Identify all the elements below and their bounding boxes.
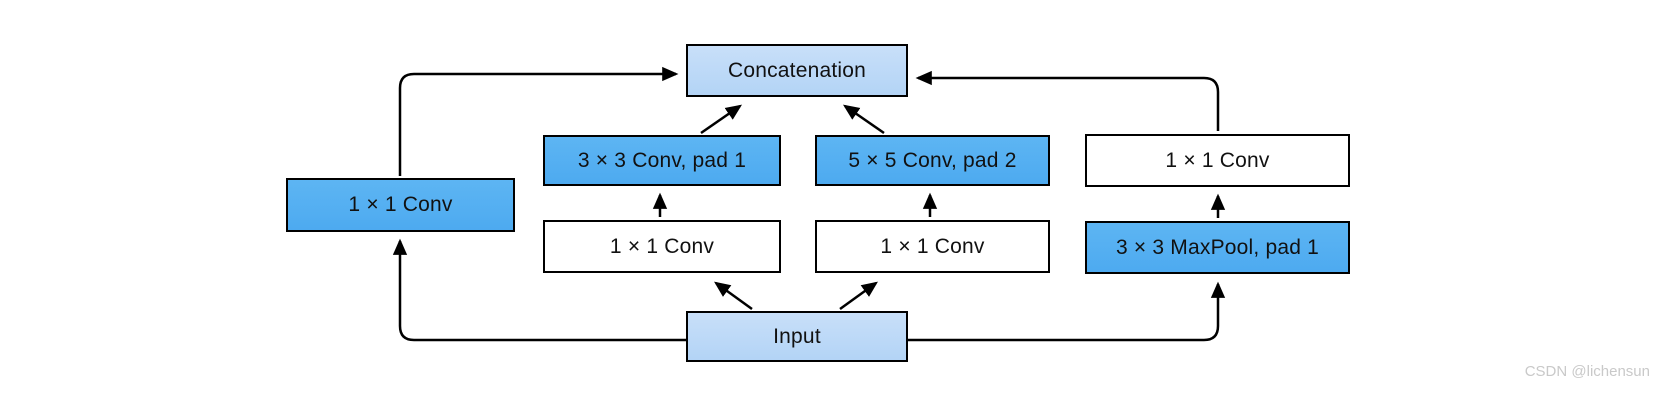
edge-conv5-to-concat (842, 104, 885, 135)
edge-input-to-conv1-mid-left (714, 281, 753, 311)
edge-input-to-conv1-left (392, 238, 686, 342)
node-maxpool: 3 × 3 MaxPool, pad 1 (1085, 221, 1350, 274)
node-conv1x1-mid-left: 1 × 1 Conv (543, 220, 781, 273)
node-conv1x1-left: 1 × 1 Conv (286, 178, 515, 232)
node-conv1x1-right: 1 × 1 Conv (1085, 134, 1350, 187)
edge-conv3-to-concat (700, 104, 743, 135)
node-input: Input (686, 311, 908, 362)
node-conv5x5: 5 × 5 Conv, pad 2 (815, 135, 1050, 186)
edge-conv1-left-to-concat (398, 66, 679, 176)
node-conv3x3: 3 × 3 Conv, pad 1 (543, 135, 781, 186)
edge-input-to-conv1-mid-right (839, 281, 878, 311)
edge-conv1-right-to-concat (915, 70, 1220, 131)
node-conv1x1-mid-right: 1 × 1 Conv (815, 220, 1050, 273)
edge-input-to-maxpool (908, 281, 1226, 342)
csdn-watermark: CSDN @lichensun (1524, 363, 1650, 380)
node-concatenation: Concatenation (686, 44, 908, 97)
